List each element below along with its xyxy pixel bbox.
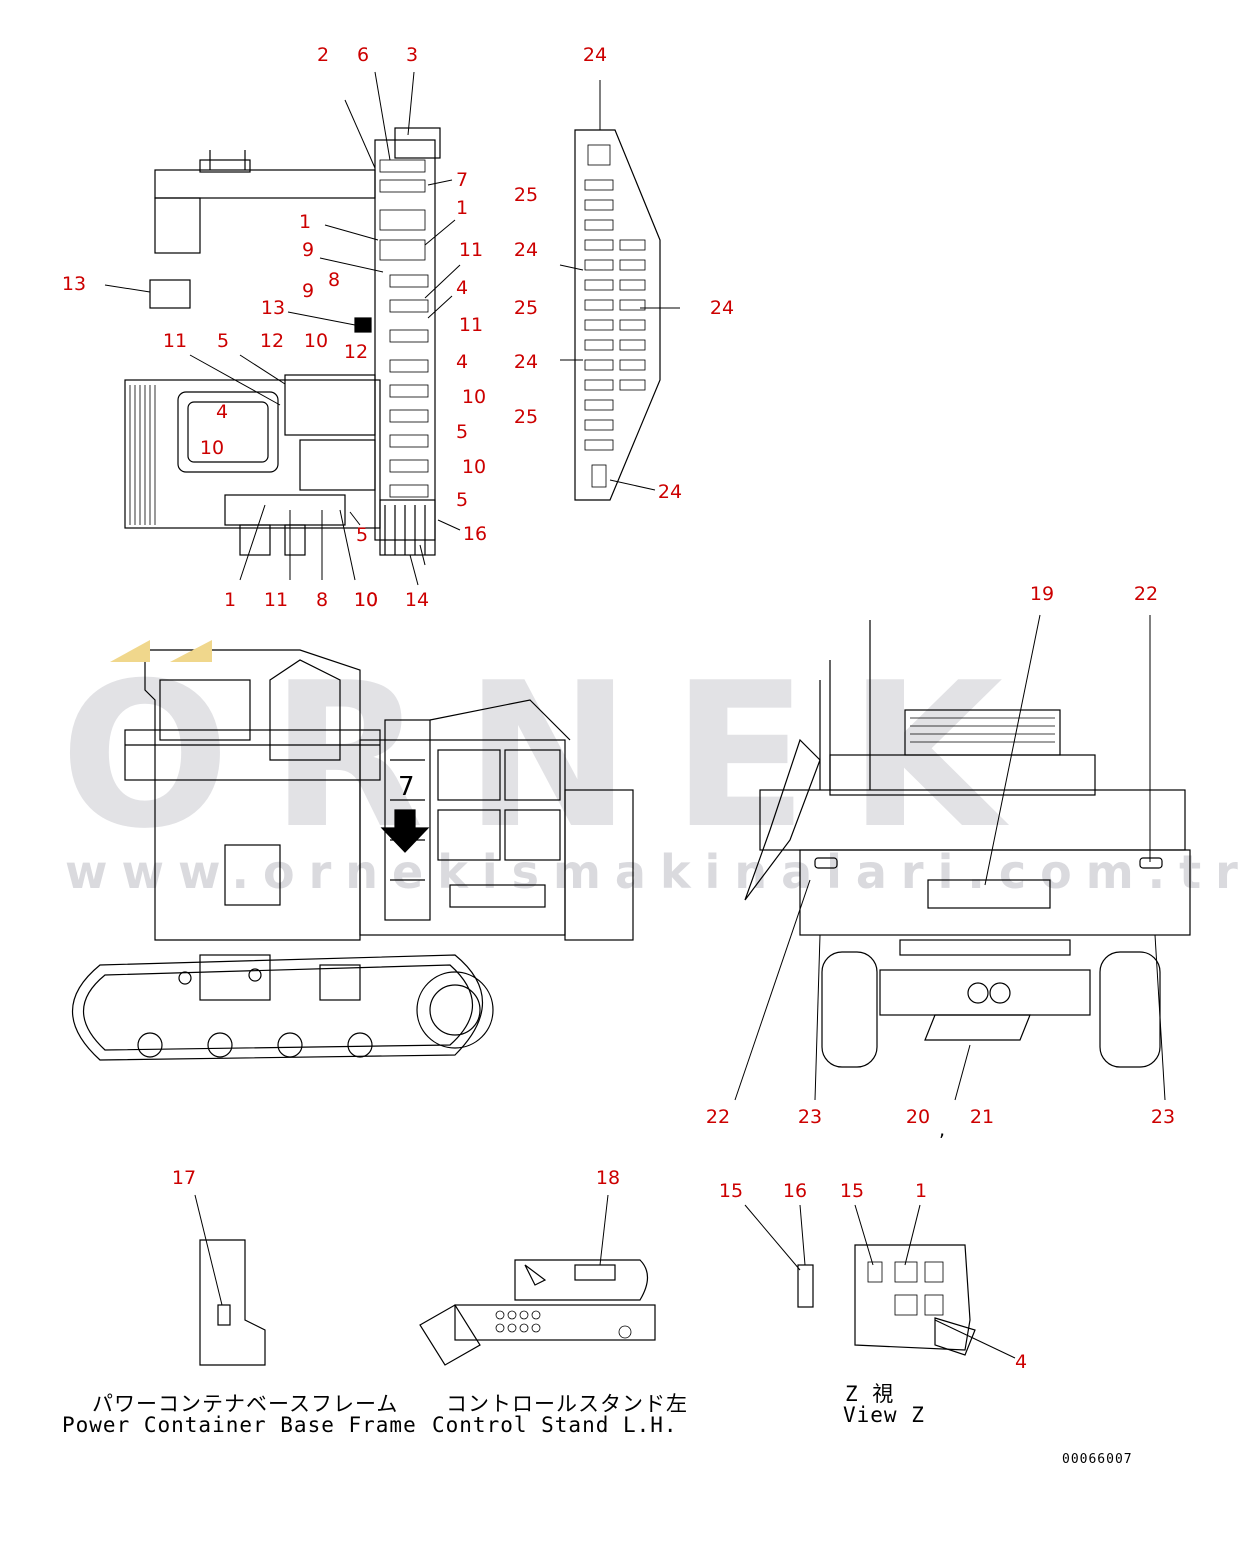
callout-5: 5 (216, 330, 230, 352)
callout-1b: 1 (455, 197, 469, 219)
callout-12: 12 (259, 330, 285, 352)
side-panel-plan (574, 129, 661, 501)
machine-side-elevation: 7 (71, 640, 634, 1061)
callout-2: 2 (316, 44, 330, 66)
callout-22: 22 (1133, 583, 1159, 605)
callout-8: 8 (327, 269, 341, 291)
caption-power-container-en: Power Container Base Frame (62, 1413, 417, 1437)
callout-10c: 10 (199, 437, 225, 459)
callout-8b: 8 (315, 589, 329, 611)
caption-control-stand-en: Control Stand L.H. (432, 1413, 678, 1437)
callout-9: 9 (301, 239, 315, 261)
callout-4c: 4 (215, 401, 229, 423)
callout-25: 25 (513, 184, 539, 206)
callout-22b: 22 (705, 1106, 731, 1128)
caption-view-z-jp: Z 視 (845, 1382, 895, 1406)
leader-lines (104, 71, 1166, 1359)
callout-3: 3 (405, 44, 419, 66)
callout-25c: 25 (513, 406, 539, 428)
callout-24c: 24 (709, 297, 735, 319)
upper-structure-plan (124, 127, 441, 556)
callout-5c: 5 (455, 489, 469, 511)
callout-4d: 4 (1014, 1351, 1028, 1373)
callout-9b: 9 (301, 280, 315, 302)
callout-5d: 5 (355, 524, 369, 546)
callout-7: 7 (455, 169, 469, 191)
callout-16: 16 (462, 523, 488, 545)
callout-1: 1 (298, 211, 312, 233)
callout-24b: 24 (513, 239, 539, 261)
callout-1d: 1 (914, 1180, 928, 1202)
callout-10d: 10 (461, 456, 487, 478)
callout-17: 17 (171, 1167, 197, 1189)
machine-rear-view (744, 620, 1191, 1068)
callout-1c: 1 (223, 589, 237, 611)
callout-15b: 15 (839, 1180, 865, 1202)
callout-19: 19 (1029, 583, 1055, 605)
callout-comma: , (938, 1119, 946, 1141)
callout-14: 14 (404, 589, 430, 611)
power-container-base-frame (199, 1239, 266, 1366)
callout-18: 18 (595, 1167, 621, 1189)
callout-20: 20 (905, 1106, 931, 1128)
callout-16b: 16 (782, 1180, 808, 1202)
control-stand-lh (419, 1259, 656, 1366)
callout-24d: 24 (513, 351, 539, 373)
watermark-brand: ORNEK (60, 640, 1044, 873)
callout-6: 6 (356, 44, 370, 66)
svg-text:7: 7 (398, 772, 415, 802)
callout-15: 15 (718, 1180, 744, 1202)
callout-11c: 11 (458, 314, 484, 336)
callout-24: 24 (582, 44, 608, 66)
callout-10: 10 (303, 330, 329, 352)
callout-13: 13 (61, 273, 87, 295)
callout-10e: 10 (353, 589, 379, 611)
callout-13b: 13 (260, 297, 286, 319)
callout-10b: 10 (461, 386, 487, 408)
callout-25b: 25 (513, 297, 539, 319)
watermark-url: www.ornekismakinalari.com.tr (65, 845, 1243, 899)
callout-5b: 5 (455, 421, 469, 443)
callout-4: 4 (455, 277, 469, 299)
callout-12b: 12 (343, 341, 369, 363)
view-z (797, 1244, 976, 1356)
callout-10f: 10 (353, 589, 379, 611)
callout-24e: 24 (657, 481, 683, 503)
callout-4b: 4 (455, 351, 469, 373)
callout-11d: 11 (263, 589, 289, 611)
caption-view-z-en: View Z (843, 1403, 925, 1427)
callout-11: 11 (458, 239, 484, 261)
callout-23b: 23 (1150, 1106, 1176, 1128)
caption-power-container-jp: パワーコンテナベースフレーム (92, 1392, 399, 1416)
document-number: 00066007 (1062, 1452, 1133, 1467)
callout-21: 21 (969, 1106, 995, 1128)
callout-11b: 11 (162, 330, 188, 352)
callout-23: 23 (797, 1106, 823, 1128)
caption-control-stand-jp: コントロールスタンド左 (446, 1392, 688, 1416)
